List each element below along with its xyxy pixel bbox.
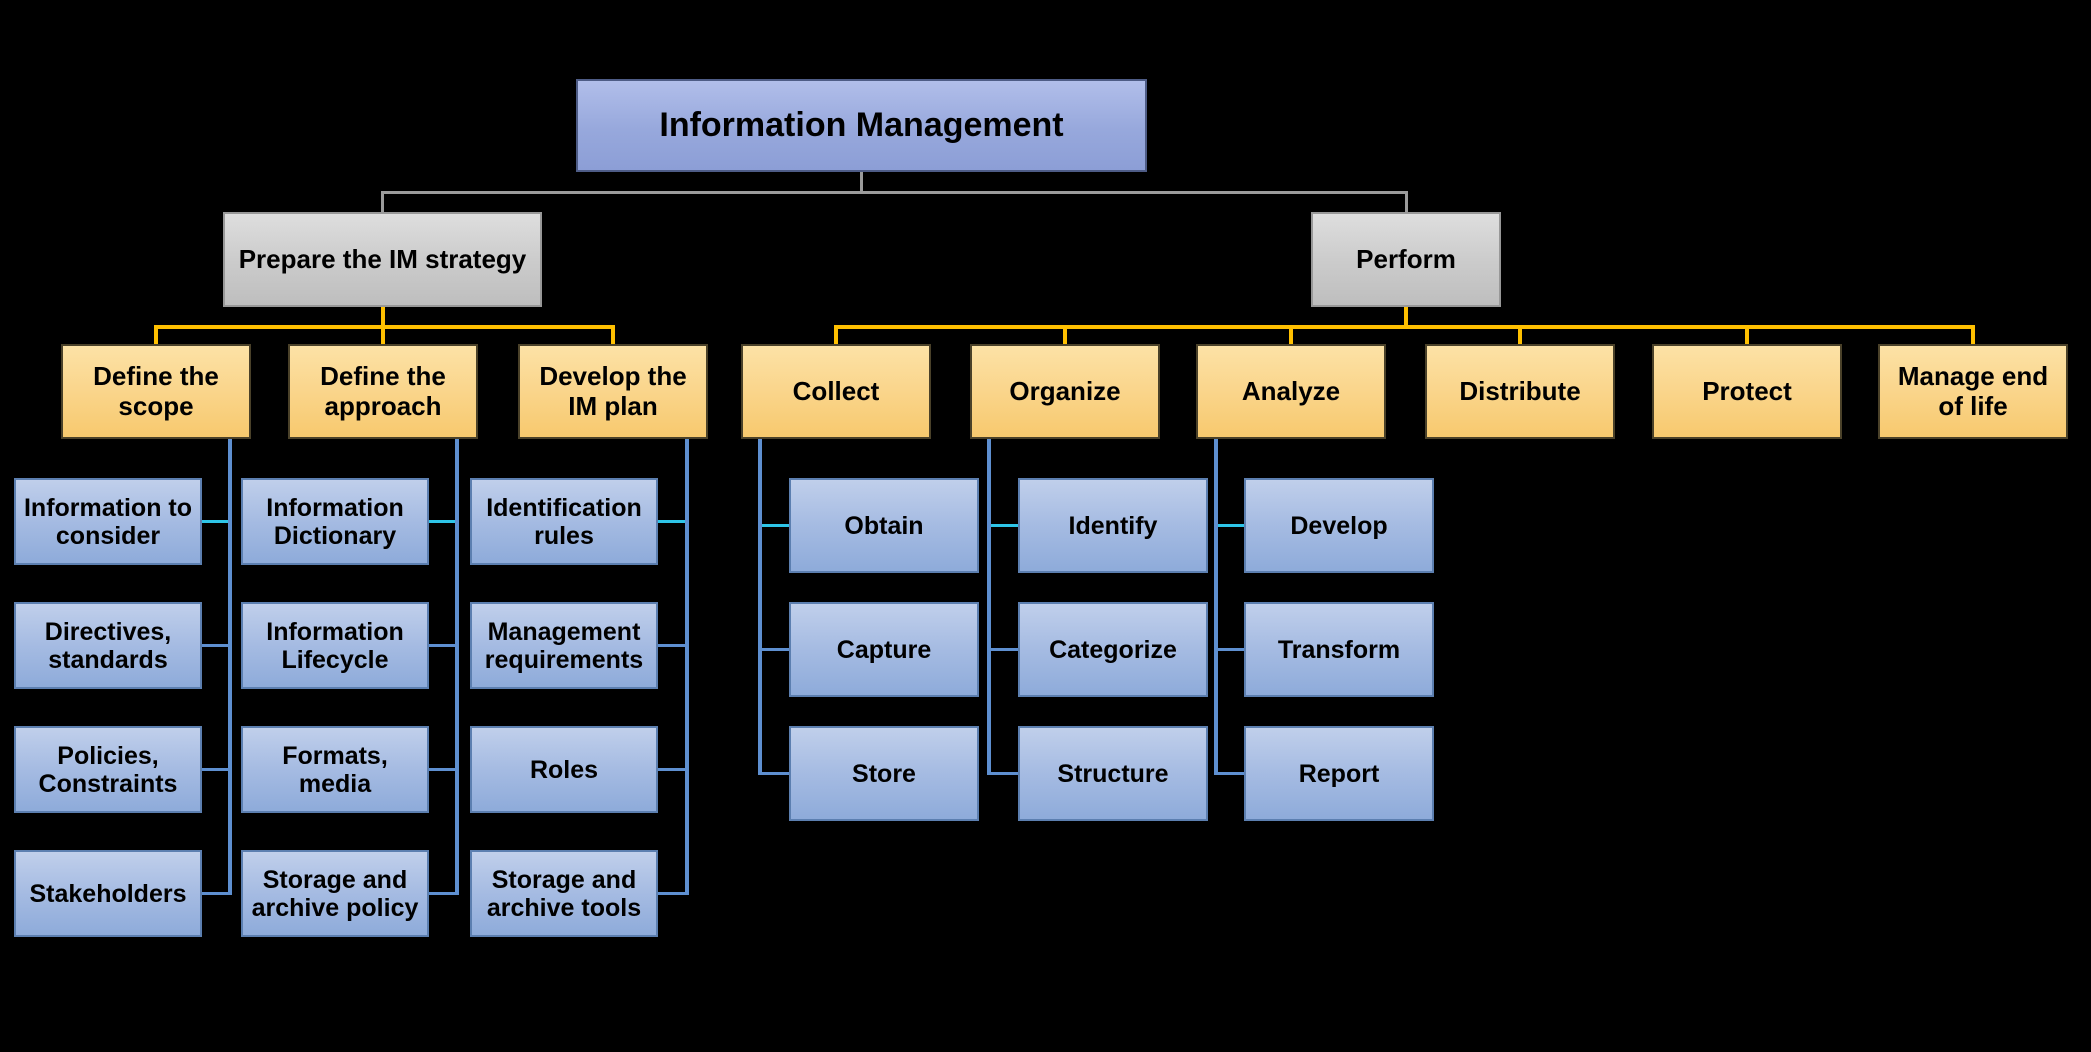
connector-hang-collect xyxy=(758,439,762,775)
connector-stub-identification-rules xyxy=(658,520,685,523)
connector-stub-develop-plan xyxy=(611,329,615,344)
connector-stub-directives-standards xyxy=(202,644,228,647)
connector-stub-transform xyxy=(1218,648,1244,651)
node-obtain: Obtain xyxy=(789,478,979,573)
connector-stub-management-requirements xyxy=(658,644,685,647)
connector-stub-roles xyxy=(658,768,685,771)
connector-stub-analyze xyxy=(1289,329,1293,344)
connector-stub-information-to-consider xyxy=(202,520,228,523)
node-organize: Organize xyxy=(970,344,1160,439)
connector-stub-distribute xyxy=(1518,329,1522,344)
node-storage-and-archive-tools: Storage and archive tools xyxy=(470,850,658,937)
connector-stub-collect xyxy=(834,329,838,344)
connector-hang-analyze xyxy=(1214,439,1218,775)
node-information-lifecycle: Information Lifecycle xyxy=(241,602,429,689)
connector-stub-report xyxy=(1218,772,1244,775)
node-analyze: Analyze xyxy=(1196,344,1386,439)
node-information-dictionary: Information Dictionary xyxy=(241,478,429,565)
connector-stub-policies-constraints xyxy=(202,768,228,771)
node-collect: Collect xyxy=(741,344,931,439)
connector-stub-store xyxy=(762,772,789,775)
connector-stub-protect xyxy=(1745,329,1749,344)
connector-stub-obtain xyxy=(762,524,789,527)
node-storage-and-archive-policy: Storage and archive policy xyxy=(241,850,429,937)
node-report: Report xyxy=(1244,726,1434,821)
connector-root-horizontal xyxy=(381,191,1408,194)
connector-stub-capture xyxy=(762,648,789,651)
connector-to-prepare xyxy=(381,193,384,212)
node-identification-rules: Identification rules xyxy=(470,478,658,565)
connector-stub-manage-end-of-life xyxy=(1971,329,1975,344)
node-store: Store xyxy=(789,726,979,821)
connector-stub-categorize xyxy=(991,648,1018,651)
connector-to-perform xyxy=(1405,193,1408,212)
node-information-management: Information Management xyxy=(576,79,1147,172)
connector-stub-formats-media xyxy=(429,768,455,771)
node-identify: Identify xyxy=(1018,478,1208,573)
node-distribute: Distribute xyxy=(1425,344,1615,439)
node-prepare-the-im-strategy: Prepare the IM strategy xyxy=(223,212,542,307)
node-capture: Capture xyxy=(789,602,979,697)
connector-stub-organize xyxy=(1063,329,1067,344)
node-define-the-scope: Define the scope xyxy=(61,344,251,439)
node-define-the-approach: Define the approach xyxy=(288,344,478,439)
connector-perform-drop xyxy=(1404,307,1408,325)
connector-prepare-horizontal xyxy=(154,325,615,329)
node-management-requirements: Management requirements xyxy=(470,602,658,689)
node-formats-media: Formats, media xyxy=(241,726,429,813)
connector-stub-identify xyxy=(991,524,1018,527)
connector-stub-information-lifecycle xyxy=(429,644,455,647)
connector-stub-develop xyxy=(1218,524,1244,527)
node-perform: Perform xyxy=(1311,212,1501,307)
node-policies-constraints: Policies, Constraints xyxy=(14,726,202,813)
connector-perform-horizontal xyxy=(834,325,1975,329)
node-structure: Structure xyxy=(1018,726,1208,821)
connector-prepare-drop xyxy=(381,307,385,325)
node-directives-standards: Directives, standards xyxy=(14,602,202,689)
connector-stub-define-scope xyxy=(154,329,158,344)
node-transform: Transform xyxy=(1244,602,1434,697)
node-develop: Develop xyxy=(1244,478,1434,573)
node-stakeholders: Stakeholders xyxy=(14,850,202,937)
connector-stub-structure xyxy=(991,772,1018,775)
connector-hang-define-scope xyxy=(228,439,232,895)
node-protect: Protect xyxy=(1652,344,1842,439)
connector-stub-storage-archive-tools xyxy=(658,892,685,895)
connector-stub-information-dictionary xyxy=(429,520,455,523)
node-information-to-consider: Information to consider xyxy=(14,478,202,565)
connector-stub-storage-archive-policy xyxy=(429,892,455,895)
node-develop-the-im-plan: Develop the IM plan xyxy=(518,344,708,439)
connector-hang-organize xyxy=(987,439,991,775)
node-roles: Roles xyxy=(470,726,658,813)
node-manage-end-of-life: Manage end of life xyxy=(1878,344,2068,439)
connector-root-drop xyxy=(860,172,863,193)
connector-hang-define-approach xyxy=(455,439,459,895)
connector-hang-develop-plan xyxy=(685,439,689,895)
connector-stub-stakeholders xyxy=(202,892,228,895)
connector-stub-define-approach xyxy=(381,329,385,344)
node-categorize: Categorize xyxy=(1018,602,1208,697)
